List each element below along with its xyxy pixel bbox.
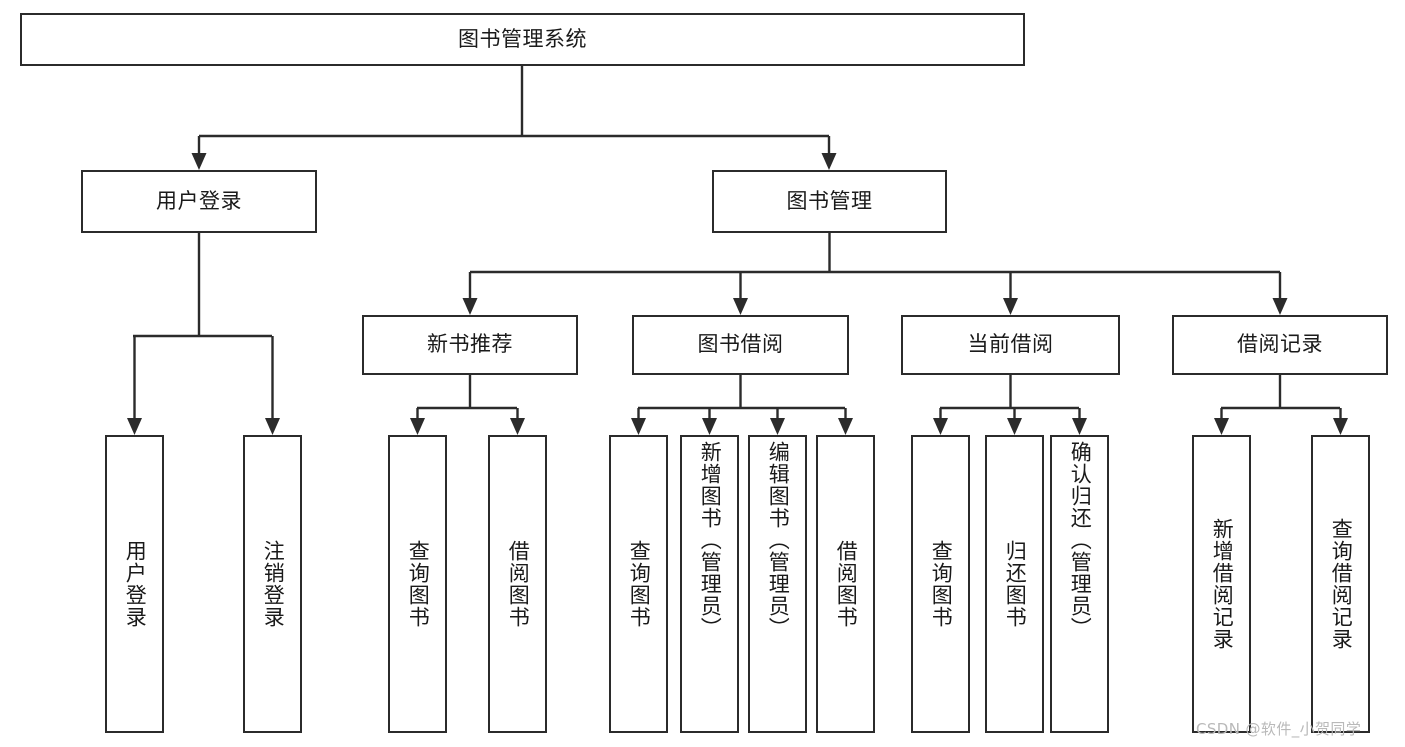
node-label: 新增借阅记录 [1210, 518, 1235, 650]
node-user-login[interactable]: 用户登录 [81, 170, 317, 233]
node-borrow-record[interactable]: 借阅记录 [1172, 315, 1388, 375]
node-label: 当前借阅 [967, 332, 1054, 357]
node-leaf-add-record[interactable]: 新增借阅记录 [1192, 435, 1251, 733]
node-label: 确认归还（管理员） [1068, 441, 1093, 639]
node-leaf-confirm-return[interactable]: 确认归还（管理员） [1050, 435, 1109, 733]
connector-book-borrow-to-leaf-add-book-arrowhead [702, 418, 717, 435]
connector-current-borrow-to-leaf-return-book-arrowhead [1007, 418, 1022, 435]
node-leaf-query-book-2[interactable]: 查询图书 [609, 435, 668, 733]
node-label: 归还图书 [1003, 540, 1028, 628]
node-label: 图书借阅 [697, 332, 784, 357]
node-leaf-query-book-1[interactable]: 查询图书 [388, 435, 447, 733]
node-book-borrow[interactable]: 图书借阅 [632, 315, 849, 375]
node-leaf-borrow-book-1[interactable]: 借阅图书 [488, 435, 547, 733]
node-book-manage[interactable]: 图书管理 [712, 170, 947, 233]
connector-new-book-recommend-to-leaf-borrow-book-1-arrowhead [510, 418, 525, 435]
node-label: 图书管理系统 [458, 26, 587, 51]
connector-book-manage-to-current-borrow-arrowhead [1003, 298, 1018, 315]
node-label: 借阅图书 [506, 540, 531, 628]
node-leaf-logout[interactable]: 注销登录 [243, 435, 302, 733]
node-leaf-user-login[interactable]: 用户登录 [105, 435, 164, 733]
connector-book-borrow-to-leaf-edit-book-arrowhead [770, 418, 785, 435]
node-label: 用户登录 [156, 188, 242, 213]
node-label: 图书管理 [786, 188, 873, 213]
watermark: CSDN @软件_小贺同学 [1196, 720, 1362, 738]
connector-borrow-record-to-leaf-query-record-arrowhead [1333, 418, 1348, 435]
connector-borrow-record-to-leaf-add-record-arrowhead [1214, 418, 1229, 435]
node-label: 编辑图书（管理员） [766, 441, 791, 639]
node-new-book-recommend[interactable]: 新书推荐 [362, 315, 578, 375]
node-label: 新书推荐 [427, 332, 513, 357]
connector-book-manage-to-new-book-recommend-arrowhead [462, 298, 478, 315]
node-label: 借阅记录 [1237, 332, 1323, 357]
node-label: 新增图书（管理员） [698, 441, 723, 639]
connector-current-borrow-to-leaf-confirm-return-arrowhead [1072, 418, 1087, 435]
node-leaf-edit-book[interactable]: 编辑图书（管理员） [748, 435, 807, 733]
connector-book-borrow-to-leaf-borrow-book-2-arrowhead [838, 418, 853, 435]
connector-book-manage-to-borrow-record-arrowhead [1272, 298, 1288, 315]
node-label: 用户登录 [123, 540, 148, 628]
node-leaf-query-book-3[interactable]: 查询图书 [911, 435, 970, 733]
connector-book-manage-to-book-borrow-arrowhead [733, 298, 748, 315]
node-leaf-return-book[interactable]: 归还图书 [985, 435, 1044, 733]
node-label: 查询图书 [929, 540, 954, 628]
node-label: 查询借阅记录 [1329, 518, 1354, 650]
node-current-borrow[interactable]: 当前借阅 [901, 315, 1120, 375]
node-label: 查询图书 [627, 540, 652, 628]
node-label: 查询图书 [406, 540, 431, 628]
connector-user-login-to-leaf-user-login-arrowhead [127, 418, 142, 435]
connector-book-borrow-to-leaf-query-book-2-arrowhead [631, 418, 646, 435]
node-label: 注销登录 [261, 540, 286, 628]
connector-current-borrow-to-leaf-query-book-3-arrowhead [933, 418, 948, 435]
connector-root-to-book-manage-arrowhead [821, 153, 837, 170]
connector-user-login-to-leaf-logout-arrowhead [265, 418, 280, 435]
node-leaf-borrow-book-2[interactable]: 借阅图书 [816, 435, 875, 733]
node-root-图书管理系统[interactable]: 图书管理系统 [20, 13, 1025, 66]
node-leaf-add-book[interactable]: 新增图书（管理员） [680, 435, 739, 733]
node-leaf-query-record[interactable]: 查询借阅记录 [1311, 435, 1370, 733]
connector-root-to-user-login-arrowhead [191, 153, 207, 170]
node-label: 借阅图书 [834, 540, 859, 628]
connector-new-book-recommend-to-leaf-query-book-1-arrowhead [410, 418, 425, 435]
